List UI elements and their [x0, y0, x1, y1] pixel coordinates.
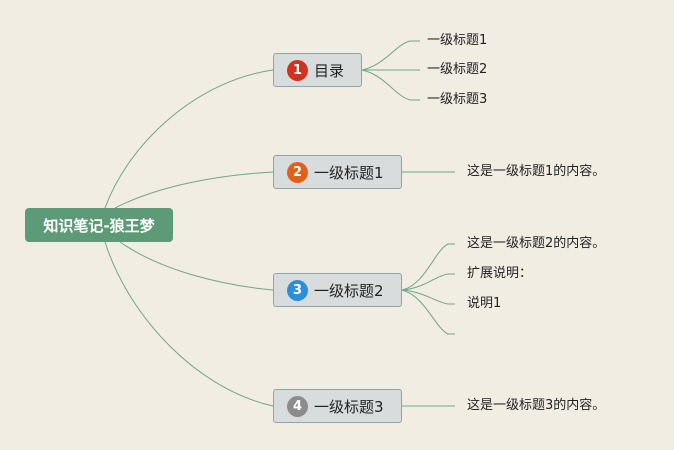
topic-2[interactable]: 2 一级标题1: [273, 155, 402, 189]
connector-root-topic1: [104, 69, 274, 209]
topic-3-child-1[interactable]: 这是一级标题2的内容。: [467, 236, 606, 251]
topic-2-child-1[interactable]: 这是一级标题1的内容。: [467, 164, 606, 179]
number-1-badge-icon: 1: [287, 59, 308, 81]
connector-topic3-child1: [401, 243, 455, 291]
connector-topic3-child4: [401, 289, 455, 335]
topic-4-child-1[interactable]: 这是一级标题3的内容。: [467, 398, 606, 413]
topic-3-child-2[interactable]: 扩展说明：: [467, 266, 533, 281]
number-3-badge-icon: 3: [287, 279, 308, 301]
topic-3-child-3[interactable]: 说明1: [467, 296, 502, 311]
topic-1-child-1[interactable]: 一级标题1: [427, 33, 488, 48]
number-2-badge-icon: 2: [287, 161, 308, 183]
topic-4-label: 一级标题3: [314, 397, 384, 416]
topic-1-child-3[interactable]: 一级标题3: [427, 92, 488, 107]
topic-3-label: 一级标题2: [314, 281, 384, 300]
connector-topic1-child3: [361, 69, 420, 101]
connector-root-topic2: [114, 171, 274, 209]
number-4-badge-icon: 4: [287, 395, 308, 417]
root-topic[interactable]: 知识笔记-狼王梦: [25, 208, 173, 242]
connector-topic3-child2: [401, 273, 455, 291]
connector-topic1-child1: [361, 40, 420, 71]
topic-1-child-2[interactable]: 一级标题2: [427, 62, 488, 77]
topic-1[interactable]: 1 目录: [273, 53, 362, 87]
root-topic-label: 知识笔记-狼王梦: [43, 216, 155, 235]
connector-topic3-child3: [401, 289, 455, 305]
connector-root-topic4: [104, 241, 274, 407]
topic-2-label: 一级标题1: [314, 163, 384, 182]
topic-3[interactable]: 3 一级标题2: [273, 273, 402, 307]
topic-4[interactable]: 4 一级标题3: [273, 389, 402, 423]
connector-root-topic3: [119, 241, 274, 291]
topic-1-label: 目录: [314, 61, 345, 80]
